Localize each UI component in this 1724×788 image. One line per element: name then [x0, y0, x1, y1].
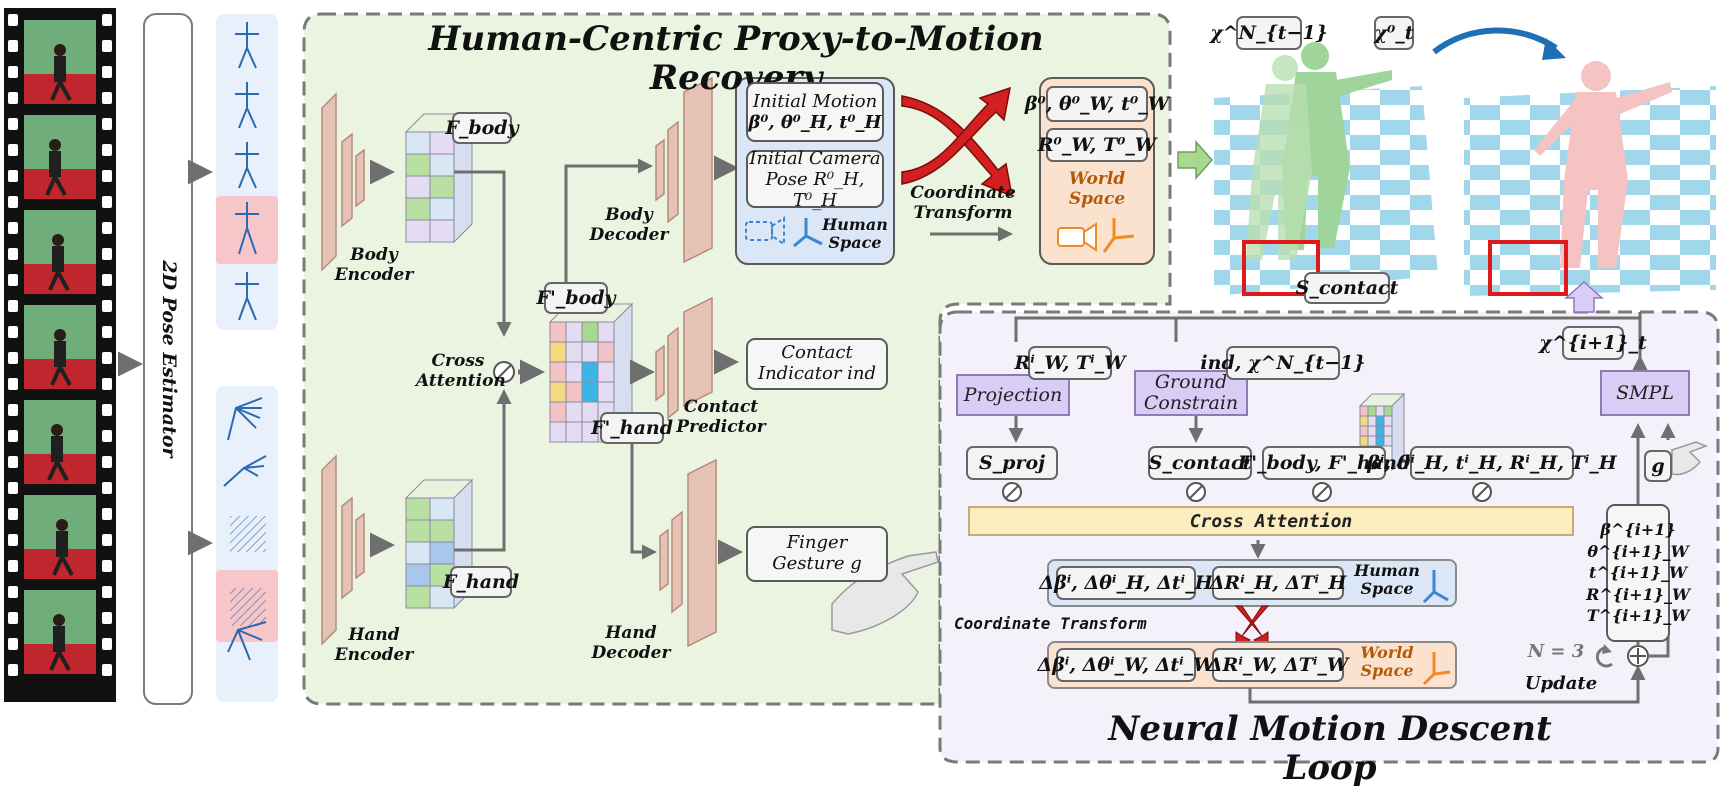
human-space-label: Human Space [822, 215, 888, 253]
loop-coordinate-transform-label: Coordinate Transform [954, 614, 1147, 633]
body-skeleton-column [216, 14, 278, 330]
cross-attention-bar-label: Cross Attention [1189, 510, 1353, 532]
contact-predictor-label: Contact Predictor [676, 397, 766, 437]
loop-feature-cube [1358, 392, 1406, 472]
pose-estimator-label: 2D Pose Estimator [157, 260, 180, 458]
body-decoder-block [655, 76, 713, 264]
update-param-beta: β^{i+1} [1600, 520, 1676, 540]
s-proj-label: S_proj [966, 446, 1058, 480]
initial-motion-label: Initial Motion [752, 91, 878, 112]
f-body-prime-label: F'_body [536, 282, 616, 314]
render-previous-frame [1214, 42, 1438, 296]
hand-encoder-block [321, 454, 365, 646]
world-space-box [1039, 77, 1155, 265]
g-label: g [1644, 450, 1672, 482]
cross-attention-bar: Cross Attention [968, 506, 1574, 536]
delta-human-2: ΔRⁱ_H, ΔTⁱ_H [1210, 566, 1346, 600]
camera-icon [745, 216, 785, 246]
axes-icon-blue [793, 218, 823, 248]
rw-tw-label: Rⁱ_W, Tⁱ_W [1015, 346, 1125, 380]
update-param-t: t^{i+1}_W [1589, 563, 1687, 583]
loop-human-space-label: Human Space [1354, 561, 1420, 599]
f-hand-label: F_hand [443, 566, 519, 598]
projection-box: Projection [956, 374, 1070, 416]
loop-s-contact-label: S_contact [1148, 446, 1252, 480]
loop-params-label: βⁱ, θⁱ_H, tⁱ_H, Rⁱ_H, Tⁱ_H [1367, 446, 1617, 480]
ground-constrain-box: Ground Constrain [1134, 370, 1248, 416]
f-hand-prime-label: F'_hand [591, 412, 673, 444]
contact-predictor-block [655, 296, 713, 420]
world-math-2: R⁰_W, T⁰_W [1038, 128, 1156, 162]
finger-gesture-box: Finger Gesture g [746, 526, 888, 582]
render-current-frame [1464, 61, 1716, 296]
hand-encoder-label: Hand Encoder [334, 625, 414, 665]
world-space-label: World Space [1068, 169, 1126, 209]
chi-prev-label: χ^N_{t−1} [1210, 16, 1328, 50]
initial-motion-box: Initial Motion β⁰, θ⁰_H, t⁰_H [746, 82, 884, 142]
hand-decoder-block [659, 458, 717, 648]
initial-camera-label: Initial Camera [749, 147, 881, 169]
finger-gesture-label: Finger Gesture g [772, 532, 862, 574]
body-encoder-block [321, 92, 365, 272]
update-label: Update [1524, 673, 1598, 694]
coordinate-transform-label: Coordinate Transform [910, 183, 1016, 223]
update-params-box: β^{i+1} θ^{i+1}_W t^{i+1}_W R^{i+1}_W T^… [1586, 504, 1690, 642]
f-body-label: F_body [445, 112, 519, 144]
render-s-contact-label: S_contact [1296, 272, 1398, 304]
chi-t0-label: χ⁰_t [1374, 16, 1414, 50]
body-decoder-label: Body Decoder [589, 205, 669, 245]
update-param-theta: θ^{i+1}_W [1587, 541, 1689, 561]
world-camera-icon [1057, 222, 1097, 252]
ind-chi-label: ind, χ^N_{t−1} [1200, 346, 1366, 380]
update-param-r: R^{i+1}_W [1586, 584, 1690, 604]
diagram: Human-Centric Proxy-to-Motion Recovery N… [4, 8, 1720, 788]
coordinate-transform-icon [901, 86, 1013, 198]
recovery-title: Human-Centric Proxy-to-Motion Recovery [428, 19, 1044, 99]
delta-world-1: Δβⁱ, Δθⁱ_W, Δtⁱ_W [1037, 648, 1215, 682]
loop-world-space-label: World Space [1360, 643, 1414, 681]
initial-camera-pose: Pose R⁰_H, T⁰_H [765, 168, 865, 211]
video-frames [24, 20, 96, 674]
smpl-box: SMPL [1600, 370, 1690, 416]
delta-world-2: ΔRⁱ_W, ΔTⁱ_W [1208, 648, 1348, 682]
update-param-T: T^{i+1}_W [1586, 606, 1690, 626]
axes-icon-orange [1102, 218, 1135, 253]
small-hand-icon [1671, 441, 1709, 476]
initial-camera-box: Initial Camera Pose R⁰_H, T⁰_H [746, 147, 884, 211]
pose-estimator-box [143, 13, 193, 705]
world-math-1: β⁰, θ⁰_W, t⁰_W [1025, 86, 1169, 122]
initial-motion-math: β⁰, θ⁰_H, t⁰_H [748, 112, 882, 133]
cross-attention-label: Cross Attention [416, 351, 506, 391]
body-encoder-label: Body Encoder [334, 245, 414, 285]
contact-indicator-label: Contact Indicator ind [757, 342, 877, 384]
n-equals-label: N = 3 [1527, 641, 1585, 662]
contact-indicator-box: Contact Indicator ind [746, 338, 888, 390]
f-body-hand-label: F'_body, F'_hand [1238, 446, 1410, 480]
chi-next-label: χ^{i+1}_t [1539, 326, 1647, 360]
loop-title: Neural Motion Descent Loop [1108, 709, 1552, 788]
hand-skeleton-column [216, 386, 278, 702]
delta-human-1: Δβⁱ, Δθⁱ_H, Δtⁱ_H [1039, 566, 1213, 600]
hand-decoder-label: Hand Decoder [591, 623, 671, 663]
